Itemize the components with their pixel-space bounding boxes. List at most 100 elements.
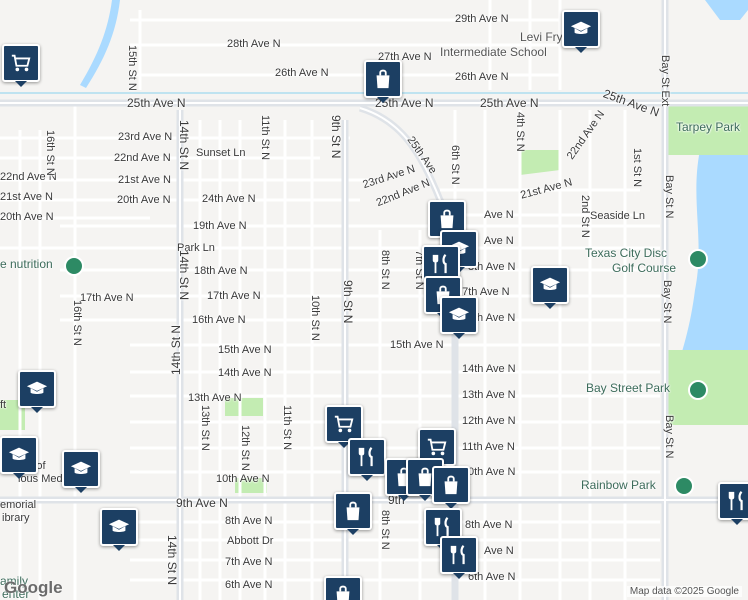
street-label: 0th Ave N (468, 466, 516, 478)
restaurant-marker-7th[interactable] (440, 536, 478, 579)
school-marker-levi-fry[interactable] (562, 10, 600, 53)
street-label: 14th St N (177, 120, 191, 171)
place-label-levi-fry[interactable]: Levi Fry (520, 30, 563, 44)
fork-knife-icon (450, 545, 465, 565)
graduation-cap-icon (70, 461, 92, 475)
place-label-library-4[interactable]: ibrary (2, 512, 30, 524)
grocery-marker-top-left[interactable] (2, 44, 40, 87)
place-label-nutrition[interactable]: e nutrition (0, 257, 53, 271)
park-marker-rainbow[interactable] (674, 476, 694, 496)
place-label-disc-golf-2[interactable]: Golf Course (612, 261, 677, 275)
shopping-marker-25th[interactable] (364, 60, 402, 103)
street-label: 28th Ave N (227, 38, 281, 50)
street-label: 20th Ave N (117, 194, 171, 206)
school-marker-left-13th[interactable] (18, 370, 56, 413)
park-marker-bay-street[interactable] (688, 380, 708, 400)
restaurant-marker-11th[interactable] (348, 438, 386, 481)
fork-knife-icon (728, 491, 743, 511)
place-label-family-center-2[interactable]: enter (2, 587, 30, 600)
street-label: 27th Ave N (378, 51, 432, 63)
shopping-marker-9th[interactable] (334, 492, 372, 535)
street-label: 29th Ave N (455, 13, 509, 25)
street-label: 13th Ave N (462, 389, 516, 401)
shopping-bag-icon (418, 467, 432, 487)
school-marker-9th-left[interactable] (100, 508, 138, 551)
street-label: 15th Ave N (390, 339, 444, 351)
street-label: 14th Ave N (462, 363, 516, 375)
street-label: Bay St N (661, 280, 673, 324)
shopping-cart-icon (427, 438, 447, 456)
street-label: 4th St N (514, 112, 526, 152)
street-label: 6th Ave N (225, 579, 273, 591)
place-label-tarpey-park[interactable]: Tarpey Park (676, 120, 741, 134)
map-attribution[interactable]: Map data ©2025 Google (626, 586, 742, 597)
street-label: 14th Ave N (218, 367, 272, 379)
street-label: 18th Ave N (194, 265, 248, 277)
tarpey-park-area (666, 100, 748, 155)
place-label-family-center[interactable]: amily (0, 574, 29, 588)
street-label: 12th Ave N (462, 415, 516, 427)
street-label: 26th Ave N (275, 67, 329, 79)
shopping-bag-icon (444, 475, 458, 495)
restaurant-marker-rainbow[interactable] (718, 482, 748, 525)
street-label: Sunset Ln (196, 147, 246, 159)
school-marker-16th[interactable] (440, 296, 478, 339)
street-label: h Ave N (477, 312, 516, 324)
place-label-rainbow-park[interactable]: Rainbow Park (581, 478, 656, 492)
street-label: 1st St N (631, 148, 643, 188)
poi-marker-nutrition[interactable] (64, 256, 84, 276)
street-label: 25th Ave N (480, 96, 539, 110)
street-label: 16th St N (44, 130, 56, 176)
street-label: Park Ln (177, 242, 215, 254)
school-marker-17th-right[interactable] (531, 266, 569, 309)
school-marker-library[interactable] (62, 450, 100, 493)
school-marker-left-11th[interactable] (0, 436, 38, 479)
street-label: 15th Ave N (218, 344, 272, 356)
shopping-bag-icon (376, 69, 390, 89)
fork-knife-icon (432, 254, 447, 274)
park-marker-disc-golf[interactable] (688, 249, 708, 269)
street-label: 17th Ave N (456, 286, 510, 298)
street-label: Ave N (484, 209, 514, 221)
graduation-cap-icon (26, 381, 48, 395)
place-label-bay-street-park[interactable]: Bay Street Park (586, 381, 671, 395)
shopping-marker-6th[interactable] (324, 576, 362, 600)
street-label: 14th St N (177, 250, 191, 301)
street-label: Abbott Dr (227, 535, 274, 547)
street-label: 9th Ave N (176, 496, 228, 510)
street-label: 14th St N (165, 535, 179, 586)
street-label: 8th St N (379, 510, 391, 550)
street-label: 13th St N (199, 405, 211, 451)
ditch-water (80, 0, 120, 88)
shopping-marker-10th-c[interactable] (432, 466, 470, 509)
place-label-library-3[interactable]: emorial (0, 499, 37, 511)
street-label: 15th St N (126, 45, 138, 91)
shopping-bag-icon (346, 501, 360, 521)
street-label: 6th Ave N (468, 571, 516, 583)
street-label: 8th St N (379, 250, 391, 290)
grocery-marker-12th[interactable] (325, 405, 363, 448)
street-label: Ave N (484, 545, 514, 557)
place-label-ft: ft (0, 399, 7, 411)
street-label: 13th Ave N (188, 392, 242, 404)
street-label: 16th Ave N (192, 314, 246, 326)
street-label: 9th St N (329, 115, 343, 159)
street-label: 10th Ave N (216, 473, 270, 485)
street-label: 2nd St N (579, 195, 591, 238)
shopping-cart-icon (11, 54, 31, 72)
street-label: 23rd Ave N (118, 131, 173, 143)
street-label: 11th Ave N (462, 441, 515, 453)
graduation-cap-icon (539, 277, 561, 291)
street-label: 8th Ave N (225, 515, 273, 527)
street-label: 6th St N (449, 145, 461, 185)
street-label: 25th Ave N (127, 96, 186, 110)
street-label: 14th St N (169, 324, 183, 375)
street-label: 22nd Ave N (0, 171, 57, 183)
place-label-intermediate-school[interactable]: Intermediate School (440, 45, 547, 59)
place-label-library-2[interactable]: ious Med (18, 473, 63, 485)
street-grid (0, 0, 660, 600)
place-label-disc-golf[interactable]: Texas City Disc (585, 246, 668, 260)
street-label: 21st Ave N (118, 174, 171, 186)
